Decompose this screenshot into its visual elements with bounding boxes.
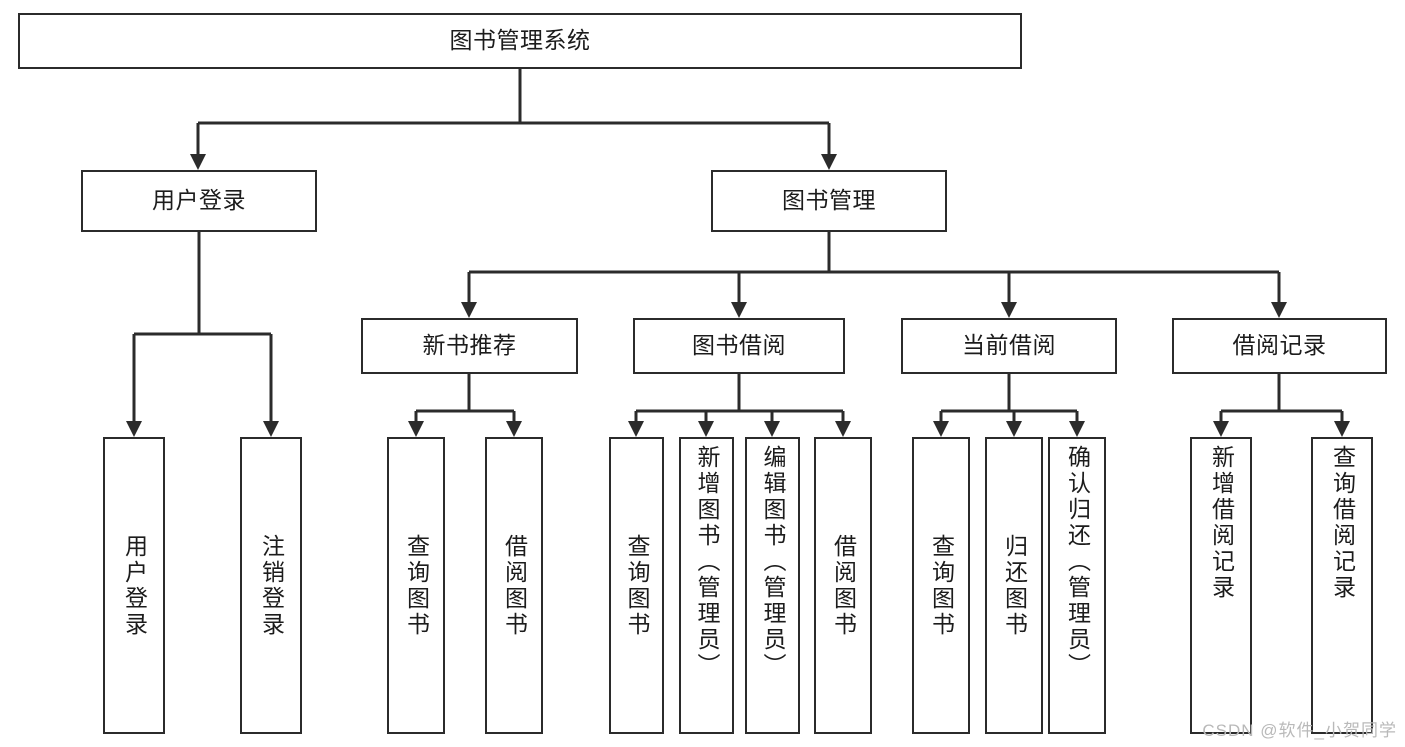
borrow-arrow-3-head: [835, 421, 851, 437]
node-label: 当前借阅: [962, 332, 1056, 359]
record-arrow-0-head: [1213, 421, 1229, 437]
leaf-node-add-book-admin[interactable]: 新增图书（管理员）: [679, 437, 734, 734]
root-node-library-system[interactable]: 图书管理系统: [18, 13, 1022, 69]
current-arrow-1-head: [1006, 421, 1022, 437]
node-label: 图书借阅: [692, 332, 786, 359]
node-label: 新书推荐: [422, 332, 517, 359]
node-label: 图书管理系统: [449, 27, 591, 54]
leaf-node-borrow-book[interactable]: 借阅图书: [485, 437, 543, 734]
leaf-node-add-borrow-record[interactable]: 新增借阅记录: [1190, 437, 1252, 734]
node-label: 查询图书: [403, 533, 430, 638]
leaf-node-query-borrow-record[interactable]: 查询借阅记录: [1311, 437, 1373, 734]
borrow-arrow-2-head: [764, 421, 780, 437]
borrow-arrow-0-head: [628, 421, 644, 437]
node-label: 图书管理: [782, 187, 876, 214]
manage-arrow-2-head: [1001, 302, 1017, 318]
leaf-node-logout[interactable]: 注销登录: [240, 437, 302, 734]
node-label: 新增借阅记录: [1208, 445, 1235, 601]
root-arrow-1-head: [821, 154, 837, 170]
current-arrow-0-head: [933, 421, 949, 437]
node-label: 借阅图书: [501, 533, 528, 638]
leaf-node-query-book[interactable]: 查询图书: [387, 437, 445, 734]
node-label: 用户登录: [152, 187, 246, 214]
leaf-node-query-book[interactable]: 查询图书: [609, 437, 664, 734]
manage-arrow-0-head: [461, 302, 477, 318]
root-arrow-0-head: [190, 154, 206, 170]
current-arrow-2-head: [1069, 421, 1085, 437]
leaf-node-edit-book-admin[interactable]: 编辑图书（管理员）: [745, 437, 800, 734]
borrow-arrow-1-head: [698, 421, 714, 437]
node-label: 借阅记录: [1232, 332, 1327, 359]
node-label: 借阅图书: [830, 533, 857, 638]
leaf-node-borrow-book[interactable]: 借阅图书: [814, 437, 872, 734]
recommend-arrow-0-head: [408, 421, 424, 437]
level3-node-new-book-recommend[interactable]: 新书推荐: [361, 318, 578, 374]
node-label: 用户登录: [121, 533, 148, 638]
leaf-node-return-book[interactable]: 归还图书: [985, 437, 1043, 734]
node-label: 归还图书: [1001, 533, 1028, 638]
recommend-arrow-1-head: [506, 421, 522, 437]
login-arrow-0-head: [126, 421, 142, 437]
level3-node-book-borrow[interactable]: 图书借阅: [633, 318, 845, 374]
node-label: 查询图书: [624, 533, 650, 638]
level3-node-borrow-record[interactable]: 借阅记录: [1172, 318, 1387, 374]
login-arrow-1-head: [263, 421, 279, 437]
level2-node-book-management[interactable]: 图书管理: [711, 170, 947, 232]
level2-node-user-login[interactable]: 用户登录: [81, 170, 317, 232]
node-label: 查询借阅记录: [1329, 445, 1356, 601]
node-label: 确认归还（管理员）: [1064, 445, 1091, 679]
node-label: 新增图书（管理员）: [694, 445, 720, 679]
manage-arrow-1-head: [731, 302, 747, 318]
node-label: 注销登录: [258, 533, 285, 638]
node-label: 编辑图书（管理员）: [760, 445, 786, 679]
manage-arrow-3-head: [1271, 302, 1287, 318]
leaf-node-confirm-return-admin[interactable]: 确认归还（管理员）: [1048, 437, 1106, 734]
node-label: 查询图书: [928, 533, 955, 638]
record-arrow-1-head: [1334, 421, 1350, 437]
leaf-node-query-book[interactable]: 查询图书: [912, 437, 970, 734]
level3-node-current-borrow[interactable]: 当前借阅: [901, 318, 1117, 374]
leaf-node-user-login[interactable]: 用户登录: [103, 437, 165, 734]
